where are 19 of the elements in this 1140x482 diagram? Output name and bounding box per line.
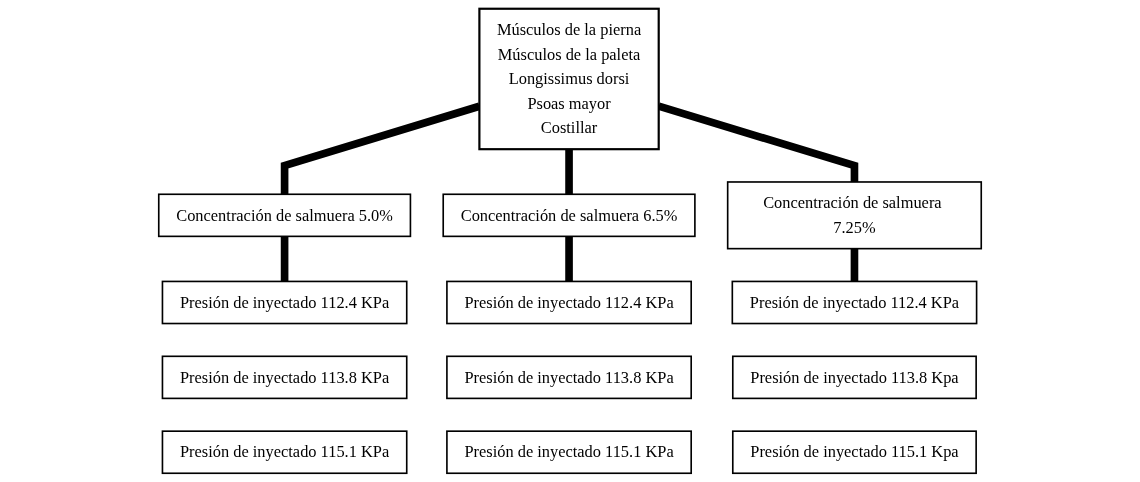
node-box: Presión de inyectado 115.1 Kpa xyxy=(731,430,977,475)
node-box: Presión de inyectado 115.1 KPa xyxy=(161,430,408,475)
node-box: Presión de inyectado 115.1 KPa xyxy=(446,430,692,475)
node-box: Presión de inyectado 112.4 KPa xyxy=(446,280,692,325)
node-box: Músculos de la pierna Músculos de la paleta Longissimus dorsi Psoas mayor Costillar xyxy=(478,7,660,151)
node-box: Concentración de salmuera 6.5% xyxy=(442,193,696,238)
node-box: Presión de inyectado 113.8 KPa xyxy=(161,355,408,400)
node-box: Presión de inyectado 113.8 KPa xyxy=(446,355,692,400)
connector xyxy=(850,248,859,282)
node-box: Presión de inyectado 112.4 KPa xyxy=(161,280,408,325)
connector xyxy=(565,236,573,282)
node-box: Concentración de salmuera 7.25% xyxy=(726,181,983,250)
node-box: Presión de inyectado 112.4 KPa xyxy=(731,280,978,325)
connector xyxy=(657,102,859,182)
node-box: Concentración de salmuera 5.0% xyxy=(157,193,412,238)
connector xyxy=(280,102,481,195)
connector xyxy=(280,236,289,282)
connector xyxy=(565,149,573,195)
node-box: Presión de inyectado 113.8 Kpa xyxy=(731,355,977,400)
